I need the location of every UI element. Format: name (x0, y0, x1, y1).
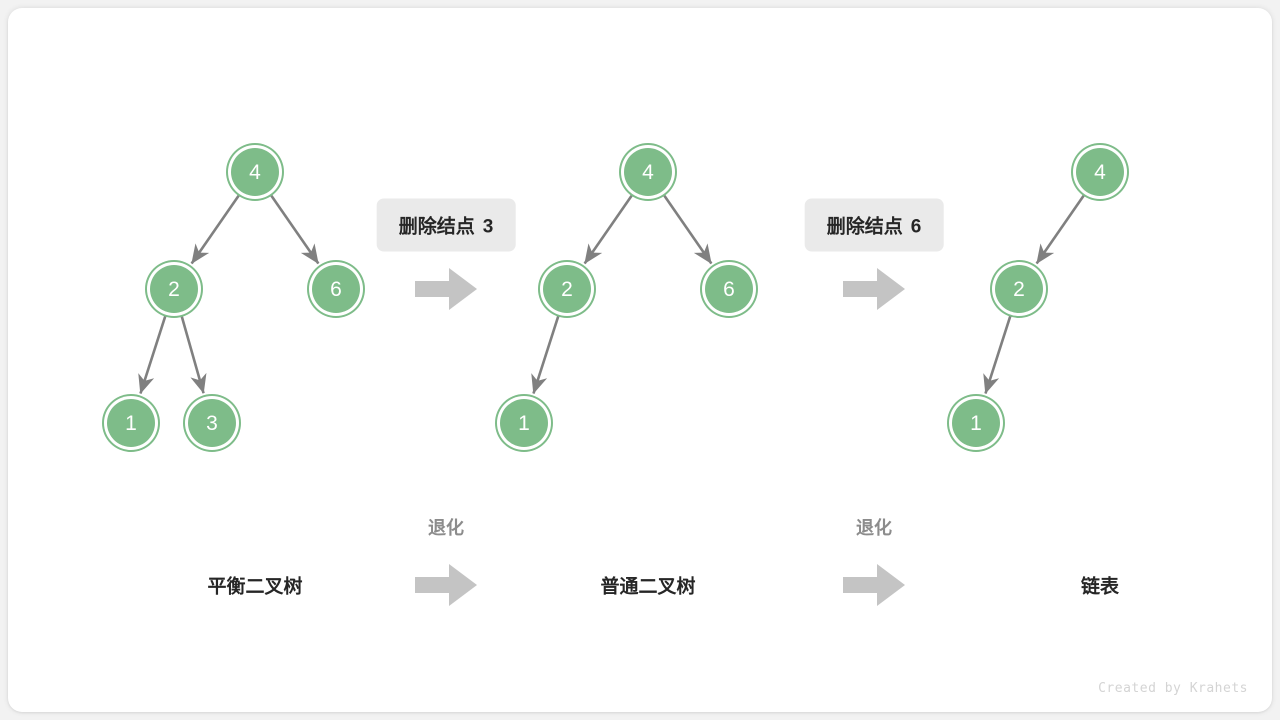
tree-edge (180, 314, 207, 394)
tree-node-label: 2 (1013, 277, 1025, 301)
tree-node-label: 4 (1094, 160, 1106, 184)
tree-edge (190, 193, 241, 265)
tree-node: 2 (150, 265, 198, 313)
tree-node: 6 (312, 265, 360, 313)
operation-label-value: 3 (482, 216, 494, 238)
tree-node: 4 (624, 148, 672, 196)
tree-node-label: 6 (723, 277, 735, 301)
tree-node: 1 (952, 399, 1000, 447)
tree-edge (983, 314, 1012, 394)
tree-node: 1 (500, 399, 548, 447)
degeneration-block-arrow (415, 561, 477, 609)
tree-node: 6 (705, 265, 753, 313)
tree-node-label: 3 (206, 411, 218, 435)
tree-node: 2 (995, 265, 1043, 313)
degeneration-label: 退化 (856, 518, 892, 538)
operation-label-delete-node-6: 删除结点 6 (804, 198, 944, 252)
operation-label-value: 6 (910, 216, 922, 238)
tree-node: 1 (107, 399, 155, 447)
tree-edge (138, 314, 167, 394)
tree-node-label: 1 (970, 411, 982, 435)
caption-ordinary: 普通二叉树 (600, 576, 696, 598)
transition-block-arrow (415, 265, 477, 313)
caption-linkedlist: 链表 (1080, 576, 1120, 598)
tree-node-label: 1 (125, 411, 137, 435)
tree-node-label: 2 (168, 277, 180, 301)
tree-edges-layer (138, 193, 1086, 394)
degeneration-block-arrow (843, 561, 905, 609)
operation-label-delete-node-3: 删除结点 3 (376, 198, 516, 252)
tree-edge (531, 314, 560, 394)
tree-node-label: 4 (642, 160, 654, 184)
figure-card: 4 2 6 1 3 4 2 6 1 4 2 1 删除结点 3 删除结点 6 平衡二叉树 普通二叉树 链表 退化 退化… (8, 8, 1272, 712)
transition-block-arrow (843, 265, 905, 313)
tree-node: 4 (231, 148, 279, 196)
diagram-stage: 4 2 6 1 3 4 2 6 1 4 2 1 删除结点 3 删除结点 6 平衡二叉树 普通二叉树 链表 退化 退化… (8, 8, 1272, 712)
operation-label-text: 删除结点 (398, 216, 475, 238)
tree-edge (662, 193, 713, 265)
tree-edge (269, 193, 320, 265)
tree-node-label: 2 (561, 277, 573, 301)
tree-node: 3 (188, 399, 236, 447)
tree-node-label: 4 (249, 160, 261, 184)
caption-balanced: 平衡二叉树 (207, 576, 303, 598)
operation-label-text: 删除结点 (826, 216, 903, 238)
tree-edge (1035, 193, 1086, 265)
degeneration-label: 退化 (428, 518, 464, 538)
tree-node: 2 (543, 265, 591, 313)
tree-node-label: 1 (518, 411, 530, 435)
tree-edge (583, 193, 634, 265)
tree-node: 4 (1076, 148, 1124, 196)
tree-node-label: 6 (330, 277, 342, 301)
credit-text: Created by Krahets (1098, 681, 1248, 696)
